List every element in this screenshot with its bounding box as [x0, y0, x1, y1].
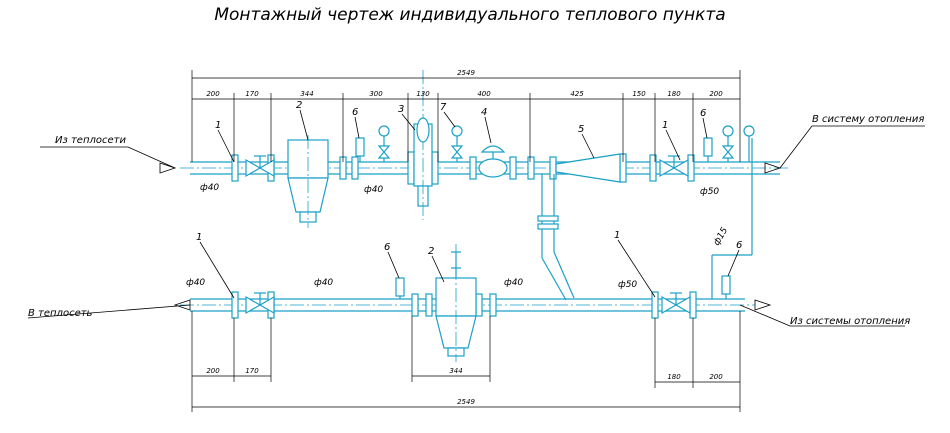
gate-valve-bottom-left [245, 292, 275, 315]
dim-bottom-mid: 344 [449, 367, 462, 375]
diameter-top-right: ф50 [700, 187, 719, 197]
pos-top-3: 3 [398, 104, 404, 115]
pos-top-7: 7 [440, 102, 447, 113]
gate-valve-left [245, 155, 275, 178]
dim-top-seg-4: 300 [369, 90, 383, 98]
elevator-unit [413, 70, 433, 220]
dim-top-seg-6: 400 [477, 90, 491, 98]
gate-valve-right [659, 155, 689, 178]
pos-top-6b: 6 [700, 108, 706, 119]
pressure-gauge-1 [377, 125, 391, 162]
transition-diffuser [555, 153, 621, 183]
diameter-bottom-right: ф50 [618, 280, 637, 290]
pos-bottom-2: 2 [428, 246, 434, 257]
vertical-branch [711, 138, 753, 299]
pos-top-6a: 6 [352, 107, 358, 118]
gate-valve-bottom-right [661, 292, 691, 315]
thermometer-top-right [703, 137, 713, 162]
position-markers: 1 2 6 3 7 4 5 1 6 1 6 2 1 6 [196, 100, 742, 299]
dimensions-bottom: 200 170 344 180 200 2549 [191, 311, 741, 412]
dimensions-top: 2549 200 170 344 300 130 400 425 150 180… [191, 69, 741, 162]
dim-top-seg-5: 130 [416, 90, 430, 98]
pressure-gauge-right [721, 125, 735, 162]
pos-top-4: 4 [481, 107, 487, 118]
diameter-labels: ф40 ф40 ф50 ф40 ф40 ф40 ф50 ф15 [186, 183, 730, 290]
dim-top-seg-7: 425 [570, 90, 584, 98]
diameter-bottom-left: ф40 [186, 278, 205, 288]
regulator-valve [478, 145, 508, 178]
supply-pipeline [180, 70, 790, 301]
diameter-vertical: ф15 [712, 226, 730, 248]
dim-top-seg-10: 200 [709, 90, 723, 98]
diameter-top-left: ф40 [200, 183, 219, 193]
dim-bottom-right-2: 200 [709, 373, 723, 381]
pos-top-2: 2 [296, 100, 302, 111]
diameter-top-mid: ф40 [364, 185, 383, 195]
dim-top-seg-3: 344 [300, 90, 313, 98]
drawing-title: Монтажный чертеж индивидуального теплово… [214, 5, 725, 25]
pos-top-5: 5 [578, 124, 584, 135]
pos-top-1b: 1 [662, 120, 668, 131]
mud-trap-top [287, 135, 329, 228]
dim-top-seg-1: 200 [206, 90, 220, 98]
label-from-heating: Из системы отопления [790, 316, 910, 327]
diameter-bottom-mid1: ф40 [314, 278, 333, 288]
pressure-gauge-far-right [743, 125, 755, 162]
flow-arrows-top [40, 125, 925, 174]
dim-bottom-left-2: 170 [245, 367, 259, 375]
pos-bottom-1b: 1 [614, 230, 620, 241]
label-from-network: Из теплосети [55, 135, 126, 146]
bypass-jumper [537, 174, 575, 301]
pos-top-1a: 1 [215, 120, 221, 131]
label-to-heating: В систему отопления [812, 114, 924, 125]
thermometer-bottom-right [721, 275, 731, 299]
flow-arrows-bottom [27, 299, 905, 327]
dim-top-seg-9: 180 [667, 90, 681, 98]
label-to-network: В теплосеть [28, 308, 93, 319]
thermometer-bottom-left [395, 277, 405, 299]
dim-top-seg-8: 150 [632, 90, 646, 98]
pos-bottom-6b: 6 [736, 240, 742, 251]
return-pipeline [180, 138, 755, 362]
mud-trap-bottom [435, 244, 477, 362]
diameter-bottom-mid2: ф40 [504, 278, 523, 288]
pos-bottom-1a: 1 [196, 232, 202, 243]
pressure-gauge-7 [450, 125, 464, 162]
pos-bottom-6a: 6 [384, 242, 390, 253]
dim-bottom-right-1: 180 [667, 373, 681, 381]
thermometer-top-left [355, 137, 365, 162]
dim-top-total: 2549 [457, 69, 475, 77]
dim-bottom-left-1: 200 [206, 367, 220, 375]
dim-bottom-total: 2549 [457, 398, 475, 406]
dim-top-seg-2: 170 [245, 90, 259, 98]
